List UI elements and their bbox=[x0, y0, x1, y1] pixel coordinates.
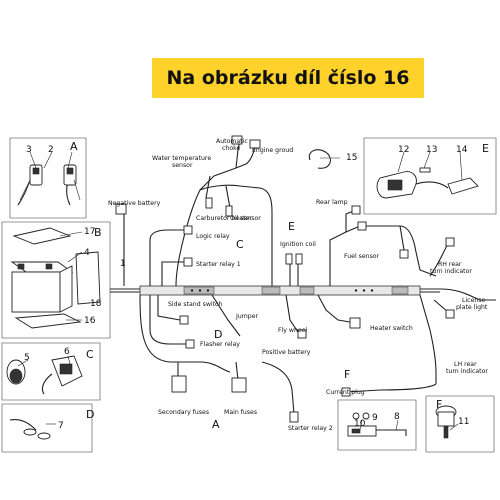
detail-box-b bbox=[1, 221, 111, 339]
number-4: 4 bbox=[84, 248, 90, 258]
letter-d-left: D bbox=[86, 408, 94, 421]
letter-c-left: C bbox=[86, 348, 94, 361]
number-10: 10 bbox=[354, 419, 366, 429]
detail-box-d-left bbox=[1, 403, 93, 453]
label-fuel-sensor: Fuel sensor bbox=[344, 253, 380, 260]
letter-f: F bbox=[344, 368, 350, 381]
part-number-banner: Na obrázku díl číslo 16 bbox=[152, 58, 424, 98]
label-rear-lamp: Rear lamp bbox=[316, 199, 348, 206]
socket-part bbox=[435, 405, 457, 439]
number-6: 6 bbox=[64, 347, 70, 357]
label-logic-relay: Logic relay bbox=[196, 233, 230, 240]
number-5: 5 bbox=[24, 353, 30, 363]
detail-box-a bbox=[9, 137, 87, 219]
label-flasher-relay: Flasher relay bbox=[200, 341, 240, 348]
label-starter-relay-2: Starter relay 2 bbox=[288, 425, 333, 432]
banner-text: Na obrázku díl číslo 16 bbox=[166, 67, 410, 89]
number-2: 2 bbox=[48, 145, 54, 155]
harness-connectors bbox=[115, 135, 455, 423]
number-14: 14 bbox=[456, 145, 468, 155]
letter-b: B bbox=[94, 226, 102, 239]
ignition-coil-part bbox=[376, 167, 479, 199]
detail-box-c-left bbox=[1, 342, 101, 401]
detail-box-f-right bbox=[425, 395, 495, 453]
label-oil-sensor: Oil sensor bbox=[230, 215, 261, 222]
main-harness bbox=[110, 139, 496, 415]
label-fly-wheel: Fly wheel bbox=[278, 327, 308, 334]
battery-part bbox=[10, 227, 101, 329]
letter-a-bottom: A bbox=[212, 418, 220, 431]
letter-d-center: D bbox=[214, 328, 222, 341]
label-side-stand-switch: Side stand switch bbox=[168, 301, 222, 308]
number-16: 16 bbox=[84, 316, 96, 326]
label-carburetor-heater: Carburetor heater bbox=[196, 215, 252, 222]
label-jumper: Jumper bbox=[235, 313, 259, 320]
label-negative-battery: Negative battery bbox=[108, 200, 161, 207]
label-current-plug: Current plug bbox=[326, 389, 365, 396]
number-3: 3 bbox=[26, 145, 32, 155]
letter-f-right: F bbox=[436, 398, 442, 411]
number-8: 8 bbox=[394, 412, 400, 422]
clip-part bbox=[308, 149, 340, 169]
number-11: 11 bbox=[458, 417, 469, 427]
label-ignition-coil: Ignition coil bbox=[280, 241, 316, 248]
connector-part bbox=[9, 419, 56, 440]
detail-box-e-right bbox=[363, 137, 497, 215]
letter-c-center: C bbox=[236, 238, 244, 251]
label-starter-relay-1: Starter relay 1 bbox=[196, 261, 241, 268]
detail-box-f bbox=[337, 399, 417, 451]
number-13: 13 bbox=[426, 145, 437, 155]
letter-a-top: A bbox=[70, 140, 78, 153]
number-9: 9 bbox=[372, 413, 378, 423]
number-7: 7 bbox=[58, 421, 64, 431]
current-plug-parts bbox=[347, 412, 407, 437]
label-secondary-fuses: Secondary fuses bbox=[158, 409, 209, 416]
fuse-holder-part bbox=[17, 164, 81, 206]
relay-part bbox=[6, 355, 83, 395]
number-15: 15 bbox=[346, 153, 357, 163]
number-18: 18 bbox=[90, 299, 102, 309]
label-positive-battery: Positive battery bbox=[262, 349, 311, 356]
label-heater-switch: Heater switch bbox=[370, 325, 413, 332]
label-main-fuses: Main fuses bbox=[224, 409, 257, 416]
number-12: 12 bbox=[398, 145, 409, 155]
letter-e-center: E bbox=[288, 220, 295, 233]
number-1: 1 bbox=[120, 259, 126, 269]
label-engine-ground: Engine groud bbox=[252, 147, 293, 154]
letter-e-right: E bbox=[482, 142, 489, 155]
number-17: 17 bbox=[84, 227, 95, 237]
